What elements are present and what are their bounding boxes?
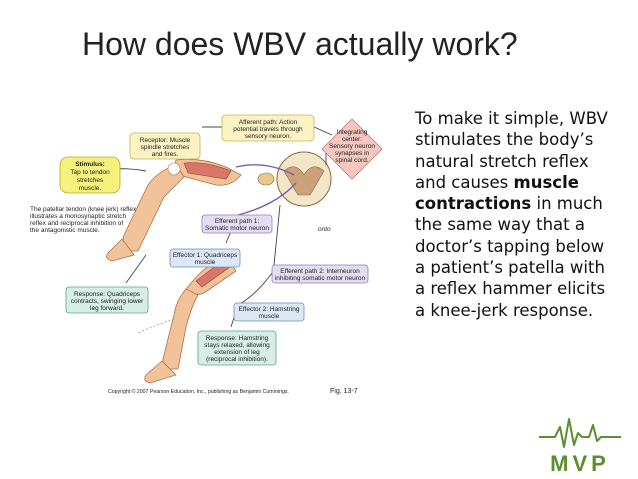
- integrating-line-5: spinal cord.: [335, 157, 368, 164]
- efferent2-line-1: Efferent path 2: Interneuron: [280, 268, 360, 275]
- receptor-line-3: and fires.: [152, 151, 179, 158]
- response2-line-3: extension of leg: [214, 349, 260, 356]
- receptor-line-2: spindle stretches: [141, 144, 191, 151]
- label-integrating-center: Integrating center: Sensory neuron synap…: [321, 118, 383, 180]
- label-efferent-path-1: Efferent path 1: Somatic motor neuron: [201, 214, 273, 234]
- efferent1-line-1: Efferent path 1:: [215, 218, 260, 225]
- caption-line-2: illustrates a monosynaptic stretch: [30, 213, 126, 220]
- slide-title: How does WBV actually work?: [82, 26, 518, 62]
- label-response-1: Response: Quadriceps contracts, swinging…: [65, 286, 149, 314]
- caption-line-1: The patellar tendon (knee jerk) reflex: [30, 206, 137, 213]
- receptor-line-1: Receptor: Muscle: [140, 137, 191, 144]
- logo-text: MVP: [550, 451, 610, 475]
- afferent-line-3: sensory neuron.: [245, 133, 292, 140]
- spinal-cord-illustration: [235, 151, 332, 216]
- mvp-logo: MVP: [539, 418, 621, 475]
- response2-line-1: Response: Hamstring: [206, 335, 269, 342]
- efferent2-line-2: inhibiting somatic motor neuron: [275, 275, 366, 282]
- leg-illustration-upper: [106, 158, 242, 262]
- stimulus-line-1: Stimulus:: [75, 161, 105, 168]
- afferent-line-1: Afferent path: Action: [239, 119, 298, 126]
- effector2-line-2: muscle: [259, 313, 280, 320]
- stimulus-line-2: Tap to tendon: [70, 169, 110, 176]
- label-effector-1: Effector 1: Quadriceps muscle: [169, 248, 241, 268]
- label-stimulus: Stimulus: Tap to tendon stretches muscle…: [59, 156, 121, 194]
- body-text-part-2: in much the same way that a doctor’s tap…: [415, 194, 606, 320]
- integrating-line-2: center:: [342, 136, 362, 143]
- effector2-line-1: Effector 2: Hamstring: [239, 306, 300, 313]
- label-efferent-path-2: Efferent path 2: Interneuron inhibiting …: [271, 264, 369, 284]
- figure-caption: The patellar tendon (knee jerk) reflex i…: [30, 206, 137, 234]
- label-receptor: Receptor: Muscle spindle stretches and f…: [129, 132, 201, 160]
- integrating-line-1: Integrating: [337, 129, 368, 136]
- response2-line-2: stays relaxed, allowing: [204, 342, 270, 349]
- afferent-line-2: potential travels through: [233, 126, 303, 133]
- stimulus-line-4: muscle.: [79, 185, 102, 192]
- efferent1-line-2: Somatic motor neuron: [205, 225, 269, 232]
- figure-copyright: Copyright © 2007 Pearson Education, Inc.…: [108, 388, 289, 395]
- slide-body-text: To make it simple, WBV stimulates the bo…: [415, 108, 610, 321]
- figure-number: Fig. 13-7: [330, 388, 358, 395]
- response2-line-4: (reciprocal inhibition).: [206, 356, 268, 363]
- label-afferent-path: Afferent path: Action potential travels …: [221, 114, 315, 142]
- effector1-line-2: muscle: [195, 259, 216, 266]
- body-text-bold: muscle contractions: [415, 172, 579, 214]
- reflex-diagram: Stimulus: Tap to tendon stretches muscle…: [30, 114, 383, 395]
- body-text-part-1: To make it simple, WBV stimulates the bo…: [415, 109, 608, 192]
- caption-line-4: the antagonistic muscle.: [30, 227, 100, 234]
- label-response-2: Response: Hamstring stays relaxed, allow…: [197, 330, 277, 366]
- stimulus-line-3: stretches: [77, 177, 104, 184]
- caption-line-3: reflex and reciprocal inhibition of: [30, 220, 123, 227]
- response1-line-1: Response: Quadriceps: [74, 291, 141, 298]
- heartbeat-line-icon: [539, 418, 621, 448]
- label-effector-2: Effector 2: Hamstring muscle: [233, 302, 305, 322]
- integrating-line-3: Sensory neuron: [329, 143, 375, 150]
- effector1-line-1: Effector 1: Quadriceps: [173, 252, 238, 259]
- response1-line-3: leg forward.: [90, 305, 124, 312]
- response1-line-2: contracts, swinging lower: [71, 298, 144, 305]
- onto-label: onto: [318, 226, 331, 233]
- integrating-line-4: synapses in: [335, 150, 370, 157]
